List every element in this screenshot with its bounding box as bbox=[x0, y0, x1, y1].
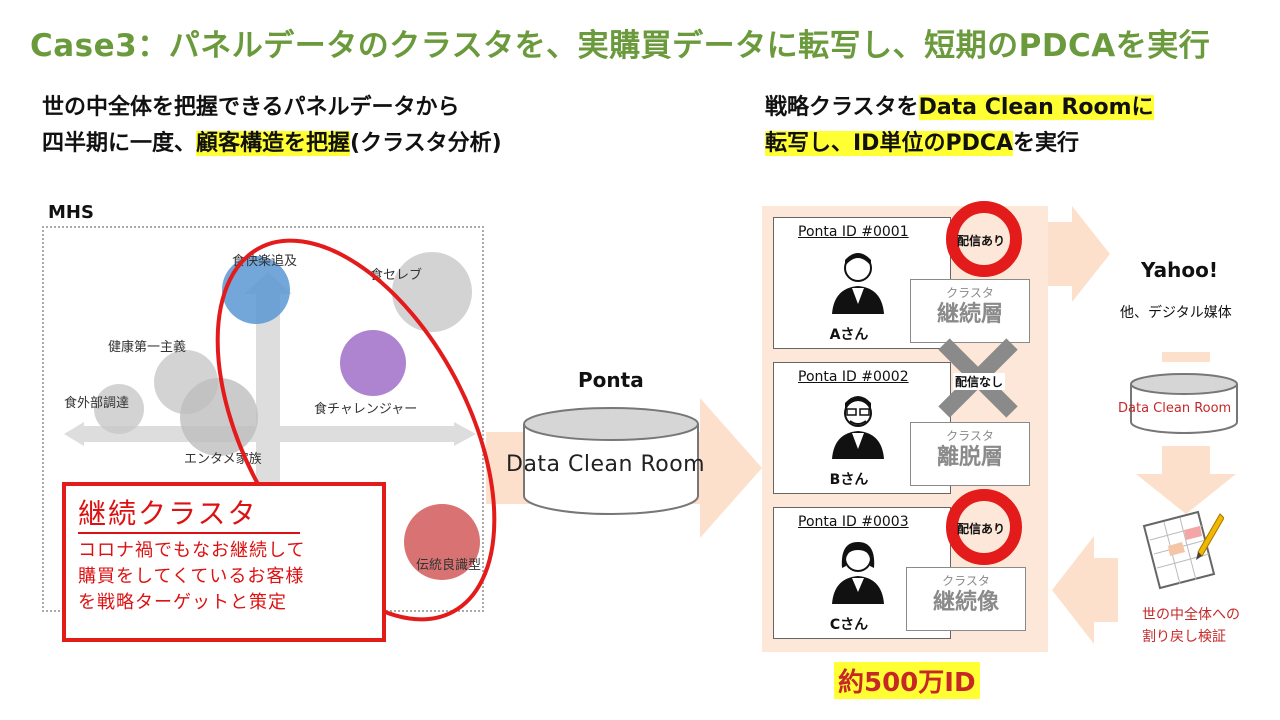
bubble-challenger bbox=[340, 330, 406, 396]
layer-box-c: クラスタ 継続像 bbox=[906, 567, 1026, 631]
right-heading-prefix: 戦略クラスタを bbox=[765, 95, 919, 120]
person-icon bbox=[832, 542, 884, 604]
right-heading-line1: 戦略クラスタをData Clean Roomに bbox=[765, 90, 1154, 126]
bubble-label-traditional: 伝統良識型 bbox=[416, 558, 482, 573]
ponta-label: Ponta bbox=[578, 368, 644, 392]
card-id: Ponta ID #0001 bbox=[798, 224, 909, 240]
card-name: Cさん bbox=[829, 617, 869, 633]
spreadsheet-pencil-icon bbox=[1142, 510, 1224, 590]
bubble-food-celeb bbox=[392, 252, 472, 332]
cluster-desc-line3: を戦略ターゲットと策定 bbox=[78, 592, 287, 613]
bubble-outside bbox=[94, 384, 144, 434]
card-id: Ponta ID #0002 bbox=[798, 369, 909, 385]
bubble-entertainment bbox=[180, 378, 258, 456]
cluster-title: 継続クラスタ bbox=[78, 497, 258, 530]
right-heading-highlight1: Data Clean Roomに bbox=[918, 95, 1154, 120]
right-heading-highlight2: 転写し、ID単位のPDCA bbox=[765, 131, 1014, 156]
right-heading-suffix: を実行 bbox=[1013, 131, 1080, 156]
left-heading-prefix: 四半期に一度、 bbox=[42, 131, 197, 156]
bubble-label-food-celeb: 食セレブ bbox=[370, 268, 423, 283]
bubble-food-pleasure bbox=[222, 256, 290, 324]
bubble-label-challenger: 食チャレンジャー bbox=[314, 402, 418, 417]
mhs-label: MHS bbox=[48, 202, 94, 223]
layer-main: 継続層 bbox=[936, 302, 1003, 327]
card-name: Aさん bbox=[829, 327, 869, 343]
person-icon bbox=[832, 396, 884, 459]
delivery-label-c: 配信あり bbox=[957, 522, 1006, 536]
left-heading-highlight: 顧客構造を把握 bbox=[196, 131, 351, 156]
card-name: Bさん bbox=[829, 472, 869, 488]
page-title: Case3：パネルデータのクラスタを、実購買データに転写し、短期のPDCAを実行 bbox=[30, 28, 1211, 64]
right-heading-line2: 転写し、ID単位のPDCAを実行 bbox=[765, 126, 1154, 162]
delivery-label-a: 配信あり bbox=[957, 234, 1006, 248]
delivered-ring-a bbox=[946, 201, 1022, 277]
layer-small: クラスタ bbox=[946, 286, 994, 300]
left-heading-line2: 四半期に一度、顧客構造を把握(クラスタ分析) bbox=[42, 126, 502, 162]
left-heading-suffix: (クラスタ分析) bbox=[350, 131, 502, 156]
left-heading-line1: 世の中全体を把握できるパネルデータから bbox=[42, 95, 460, 120]
bubble-label-outside: 食外部調達 bbox=[64, 396, 130, 411]
layer-small: クラスタ bbox=[946, 429, 994, 443]
cluster-callout: 継続クラスタ コロナ禍でもなお継続して 購買をしてくているお客様 を戦略ターゲッ… bbox=[62, 482, 386, 642]
arrow-down-to-data bbox=[1136, 446, 1236, 514]
database-icon bbox=[523, 407, 699, 515]
delivery-label-b: 配信なし bbox=[953, 373, 1006, 390]
cluster-desc-line2: 購買をしてくているお客様 bbox=[78, 566, 305, 587]
left-heading: 世の中全体を把握できるパネルデータから 四半期に一度、顧客構造を把握(クラスタ分… bbox=[42, 90, 502, 162]
bubble-traditional bbox=[404, 504, 480, 580]
cluster-description: コロナ禍でもなお継続して 購買をしてくているお客様 を戦略ターゲットと策定 bbox=[78, 538, 370, 616]
digital-media-label: 他、デジタル媒体 bbox=[1120, 305, 1232, 321]
verification-line1: 世の中全体への bbox=[1142, 607, 1240, 623]
delivered-ring-c bbox=[946, 489, 1022, 565]
bubble-label-health: 健康第一主義 bbox=[108, 340, 187, 355]
total-ids: 約500万ID bbox=[834, 662, 980, 699]
person-icon bbox=[832, 253, 884, 314]
layer-small: クラスタ bbox=[942, 574, 990, 588]
layer-main: 離脱層 bbox=[936, 445, 1003, 470]
layer-main: 継続像 bbox=[932, 590, 999, 615]
dcr-label: Data Clean Room bbox=[506, 452, 706, 477]
yahoo-label: Yahoo! bbox=[1141, 258, 1218, 282]
horizontal-axis-arrow bbox=[64, 422, 476, 446]
arrow-to-yahoo bbox=[1048, 206, 1110, 302]
verification-text: 世の中全体への 割り戻し検証 bbox=[1142, 604, 1240, 648]
layer-box-b: クラスタ 離脱層 bbox=[910, 422, 1030, 486]
verification-line2: 割り戻し検証 bbox=[1142, 629, 1226, 645]
layer-box-a: クラスタ 継続層 bbox=[910, 279, 1030, 343]
cluster-desc-line1: コロナ禍でもなお継続して bbox=[78, 540, 306, 561]
arrow-return bbox=[1052, 536, 1118, 644]
small-dcr-label: Data Clean Room bbox=[1118, 401, 1232, 416]
arrow-down-to-db bbox=[1162, 352, 1210, 362]
right-heading: 戦略クラスタをData Clean Roomに 転写し、ID単位のPDCAを実行 bbox=[765, 90, 1154, 162]
card-id: Ponta ID #0003 bbox=[798, 514, 909, 530]
small-database-icon bbox=[1130, 373, 1238, 434]
cluster-underline bbox=[78, 532, 300, 534]
